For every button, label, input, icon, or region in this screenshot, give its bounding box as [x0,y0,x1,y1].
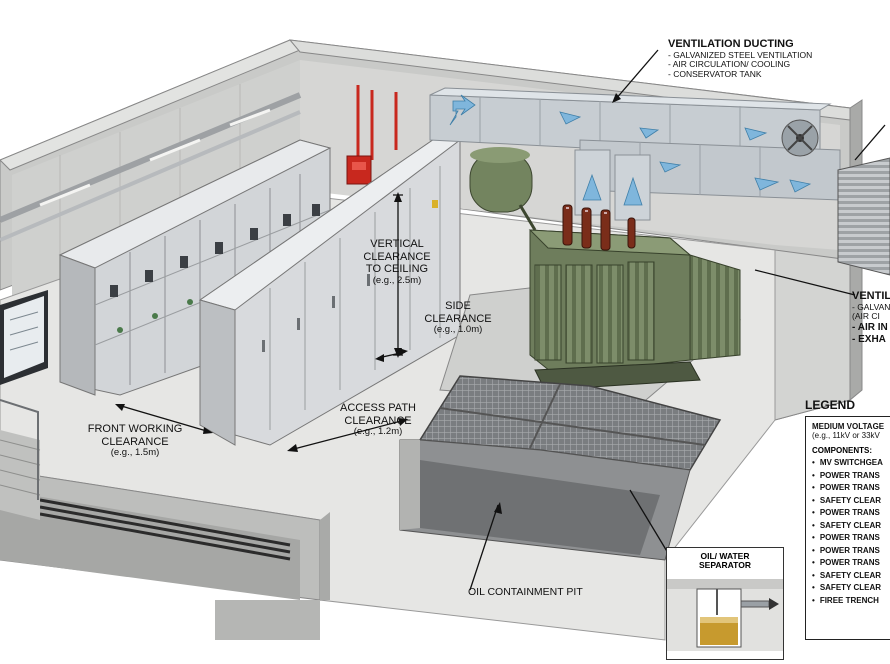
separator-leader [629,489,669,554]
oil-water-separator-inset: OIL/ WATER SEPARATOR [666,547,784,660]
ventilation-right-line: - AIR IN [852,322,888,334]
access-clearance-line-text: CLEARANCE [344,414,412,427]
front-working-clearance-label: FRONT WORKING CLEARANCE (e.g., 1.5m) [80,423,190,459]
side-clearance-line-text: (e.g., 1.0m) [433,324,483,336]
oil-containment-pit-label: OIL CONTAINMENT PIT [468,586,583,598]
front-clearance-line-text: FRONT WORKING [87,423,183,435]
vertical-clearance-line-text: VERTICAL [370,238,424,250]
ventilation-right-line: - EXHA [852,333,886,345]
vertical-clearance-line-text: CLEARANCE [363,250,431,263]
legend-voltage-example: (e.g., 11kV or 33kV [812,431,880,440]
vertical-clearance-line-text: TO CEILING [365,263,429,276]
ventilation-ducting-line: - AIR CIRCULATION/ COOLING [668,59,791,70]
legend-item: POWER TRANS [812,533,890,542]
legend-list: MV SWITCHGEA POWER TRANS POWER TRANS SAF… [812,458,890,605]
ventilation-ducting-callout: VENTILATION DUCTING - GALVANIZED STEEL V… [668,38,812,80]
ventilation-ducting-title: VENTILATION DUCTING [668,38,794,50]
legend-item: SAFETY CLEAR [812,496,890,505]
front-clearance-line-text: CLEARANCE [101,435,169,448]
access-clearance-line-text: ACCESS PATH [340,402,416,414]
ventilation-right-title: VENTIL [852,290,890,302]
legend-box: MEDIUM VOLTAGE (e.g., 11kV or 33kV COMPO… [805,416,890,640]
cable-trays [0,92,302,242]
front-clearance-line [117,404,211,433]
legend-item: SAFETY CLEAR [812,521,890,530]
wall-control-panel [0,290,48,385]
switchgear-row-front [198,134,462,446]
oil-water-separator-title: OIL/ WATER SEPARATOR [667,551,783,571]
legend: LEGEND MEDIUM VOLTAGE (e.g., 11kV or 33k… [805,398,890,640]
side-clearance-label: SIDE CLEARANCE (e.g., 1.0m) [418,300,498,336]
legend-item: SAFETY CLEAR [812,583,890,592]
legend-item: SAFETY CLEAR [812,571,890,580]
ventilation-right-line: - GALVAN [852,301,890,312]
legend-item: POWER TRANS [812,558,890,567]
ducting-leader [614,49,659,101]
legend-item: POWER TRANS [812,546,890,555]
arrowheads [115,93,621,514]
access-clearance-line-text: (e.g., 1.2m) [353,426,403,438]
ventilation-right-leader [754,269,856,296]
separator-title-line: OIL/ WATER [700,551,750,561]
separator-cutaway [667,578,783,651]
louver-leader [854,124,886,161]
ventilation-ducting-line: - CONSERVATOR TANK [668,69,762,80]
access-path-clearance-label: ACCESS PATH CLEARANCE (e.g., 1.2m) [328,402,428,438]
legend-components-header: COMPONENTS: [812,446,872,455]
legend-item: FIREE TRENCH [812,596,890,605]
legend-item: POWER TRANS [812,483,890,492]
legend-item: MV SWITCHGEA [812,458,890,467]
legend-item: POWER TRANS [812,508,890,517]
vertical-clearance-line-text: (e.g., 2.5m) [372,274,422,286]
ventilation-right-callout: VENTIL - GALVAN (AIR CI - AIR IN - EXHA [852,290,890,345]
side-clearance-line-text: SIDE [445,300,471,312]
access-path-line [289,419,406,451]
power-transformer [439,147,742,406]
legend-title: LEGEND [805,398,856,412]
conservator-tank [469,147,537,231]
ventilation-ducting-line: - GALVANIZED STEEL VENTILATION [668,49,813,60]
side-clearance-line-text: CLEARANCE [424,312,492,325]
staircase [0,399,41,520]
vertical-clearance-label: VERTICAL CLEARANCE TO CEILING (e.g., 2.5… [352,238,442,287]
ventilation-ducting [429,87,890,276]
legend-voltage: MEDIUM VOLTAGE [812,422,885,431]
legend-item: POWER TRANS [812,471,890,480]
fire-system [346,85,398,185]
front-clearance-line-text: (e.g., 1.5m) [110,447,160,459]
separator-title-line: SEPARATOR [699,560,751,571]
ventilation-right-line: (AIR CI [852,311,880,322]
pit-leader [469,504,499,591]
oil-containment-pit [399,439,691,561]
